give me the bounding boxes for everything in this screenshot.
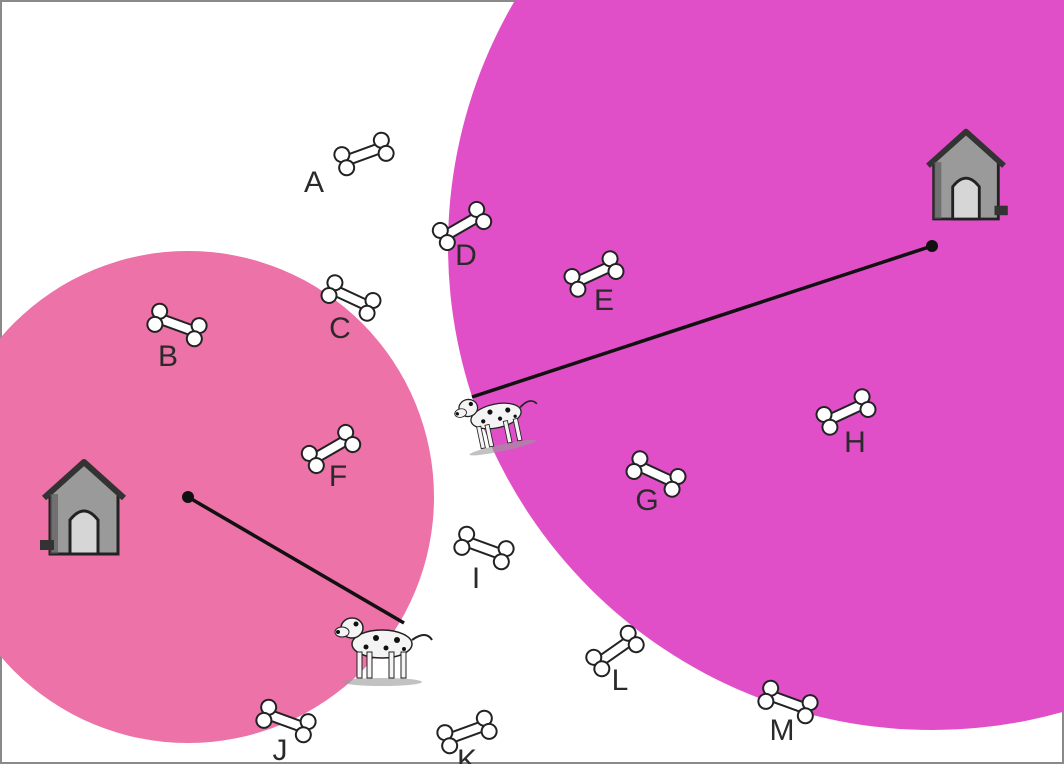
bone-label: J [273,734,288,764]
bone-label: D [455,239,477,272]
bone-label: F [329,460,347,493]
bone-label: I [472,562,480,595]
bone-label: L [612,664,629,697]
bone-label: G [635,484,658,517]
bone-label: C [329,312,351,345]
bone-label: B [158,340,178,373]
bone-label: H [844,426,866,459]
bone-label: M [770,714,795,747]
bone-label: A [304,166,324,199]
bone-label: E [594,284,614,317]
bone-label: K [457,744,477,764]
